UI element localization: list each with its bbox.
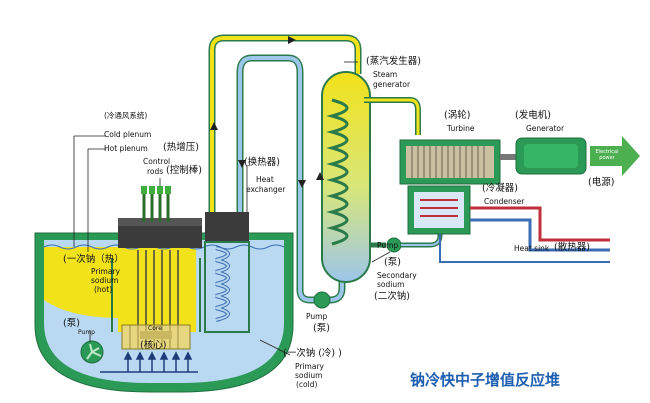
label-pump-mid-en: Pump xyxy=(306,312,328,321)
label-condenser-cn: (冷凝器) xyxy=(482,183,518,194)
label-condenser-en: Condenser xyxy=(484,197,525,206)
label-hot-plenum-en: Hot plenum xyxy=(104,144,148,153)
label-primary-hot-en-3: (hot) xyxy=(94,285,113,294)
label-control-rods-cn: (控制棒) xyxy=(166,165,202,176)
label-primary-cold-en-2: sodium xyxy=(295,371,323,380)
label-heat-exchanger-en-2: exchanger xyxy=(246,185,286,194)
label-secondary-en-2: sodium xyxy=(377,280,405,289)
label-turbine-en: Turbine xyxy=(447,124,475,133)
label-secondary-cn: (二次钠) xyxy=(374,291,410,302)
label-primary-hot-cn: (一次钠（热） xyxy=(63,254,124,265)
label-pump-right-en: Pump xyxy=(377,241,399,250)
label-primary-hot-en-1: Primary xyxy=(91,267,120,276)
label-pump-left-en: Pump xyxy=(78,329,95,336)
label-turbine-cn: (涡轮) xyxy=(444,110,471,121)
label-heat-sink-en: Heat sink xyxy=(514,244,550,253)
control-rods xyxy=(142,190,170,222)
label-generator-cn: (发电机) xyxy=(515,110,551,121)
label-primary-cold-en-1: Primary xyxy=(295,362,324,371)
label-power-en-1: Electrical xyxy=(595,149,619,155)
label-generator-en: Generator xyxy=(526,124,565,133)
label-pump-mid-cn: (泵) xyxy=(313,323,330,334)
steam-generator xyxy=(321,71,371,283)
label-core-en: Core xyxy=(148,325,162,332)
core-shield xyxy=(118,226,202,248)
label-core-cn: (核心) xyxy=(140,340,167,351)
label-hot-plenum-cn: (热增压) xyxy=(163,142,199,153)
power-arrow xyxy=(590,136,640,176)
label-cold-plenum-cn: (冷通风系统) xyxy=(104,111,148,120)
label-heat-exchanger-en-1: Heat xyxy=(256,175,274,184)
label-steam-gen-en-2: generator xyxy=(373,80,411,89)
label-pump-left-cn: (泵) xyxy=(63,318,80,329)
diagram-title: 钠冷快中子增值反应堆 xyxy=(410,371,561,389)
label-steam-gen-cn: (蒸汽发生器) xyxy=(366,56,421,67)
label-control-rods-en-1: Control xyxy=(143,157,171,166)
label-control-rods-en-2: rods xyxy=(147,167,164,176)
label-pump-right-cn: (泵) xyxy=(384,257,401,268)
label-primary-hot-en-2: sodium xyxy=(91,276,119,285)
label-power-cn: (电源) xyxy=(588,177,615,188)
label-power-en-2: power xyxy=(599,155,615,161)
secondary-pump xyxy=(313,291,331,309)
label-heat-sink-cn: (散热器) xyxy=(554,242,590,253)
label-primary-cold-en-3: (cold) xyxy=(296,380,318,389)
label-primary-cold-cn: (一次钠 (冷) ) xyxy=(283,348,342,359)
intermediate-heat-exchanger xyxy=(205,212,249,242)
label-cold-plenum-en: Cold plenum xyxy=(104,130,152,139)
label-heat-exchanger-cn: (换热器) xyxy=(244,157,280,168)
label-steam-gen-en-1: Steam xyxy=(373,70,398,79)
label-secondary-en-1: Secondary xyxy=(377,271,417,280)
